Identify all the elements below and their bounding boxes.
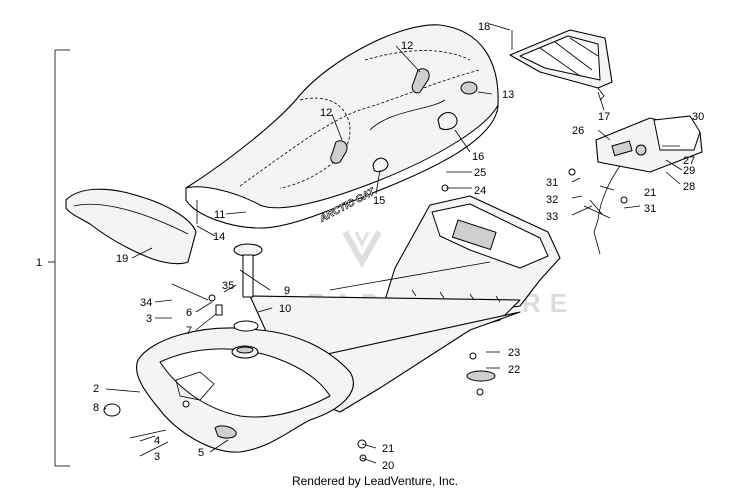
callout-8: 8 [93, 402, 99, 414]
callout-27: 27 [683, 155, 695, 167]
callout-25: 25 [474, 167, 486, 179]
callout-3-upper: 3 [146, 313, 152, 325]
callout-3-lower: 3 [154, 451, 160, 463]
callout-23: 23 [508, 347, 520, 359]
seat-caps [372, 81, 478, 173]
callout-31-left: 31 [546, 177, 558, 189]
callout-31-right: 31 [644, 203, 656, 215]
callout-29: 29 [683, 165, 695, 177]
callout-9: 9 [284, 285, 290, 297]
callout-17: 17 [598, 111, 610, 123]
fuel-sender [233, 243, 263, 332]
credit-line: Rendered by LeadVenture, Inc. [291, 474, 459, 488]
assembly-bracket [48, 49, 70, 467]
callout-32: 32 [546, 194, 558, 206]
callout-12-upper: 12 [401, 40, 413, 52]
leader-lines [103, 23, 691, 464]
callout-5: 5 [198, 447, 204, 459]
callout-33: 33 [546, 211, 558, 223]
callout-4: 4 [154, 435, 160, 447]
callout-21-lower: 21 [382, 443, 394, 455]
fuel-tank [136, 327, 354, 453]
callout-14: 14 [213, 231, 225, 243]
callout-20: 20 [382, 460, 394, 472]
callout-6: 6 [186, 307, 192, 319]
seat: ARCTIC CAT [185, 24, 499, 229]
callout-35: 35 [222, 280, 234, 292]
callout-2: 2 [93, 383, 99, 395]
callout-18: 18 [478, 21, 490, 33]
callout-21-right: 21 [644, 187, 656, 199]
callout-11: 11 [214, 209, 225, 221]
rear-fender [65, 188, 197, 265]
callout-15: 15 [373, 195, 385, 207]
storage-bin [509, 29, 613, 101]
callout-labels: 1 2 3 3 4 5 6 7 8 9 10 11 12 12 13 14 15… [36, 21, 704, 472]
callout-34: 34 [140, 297, 152, 309]
callout-24: 24 [474, 185, 486, 197]
callout-13: 13 [502, 89, 514, 101]
taillight [568, 115, 703, 255]
callout-30: 30 [692, 111, 704, 123]
callout-19: 19 [116, 253, 128, 265]
callout-28: 28 [683, 181, 695, 193]
callout-1: 1 [36, 257, 42, 269]
callout-26: 26 [572, 125, 584, 137]
callout-22: 22 [508, 364, 520, 376]
callout-12-lower: 12 [320, 107, 332, 119]
callout-7: 7 [186, 325, 192, 337]
callout-10: 10 [279, 303, 291, 315]
callout-16: 16 [472, 151, 484, 163]
